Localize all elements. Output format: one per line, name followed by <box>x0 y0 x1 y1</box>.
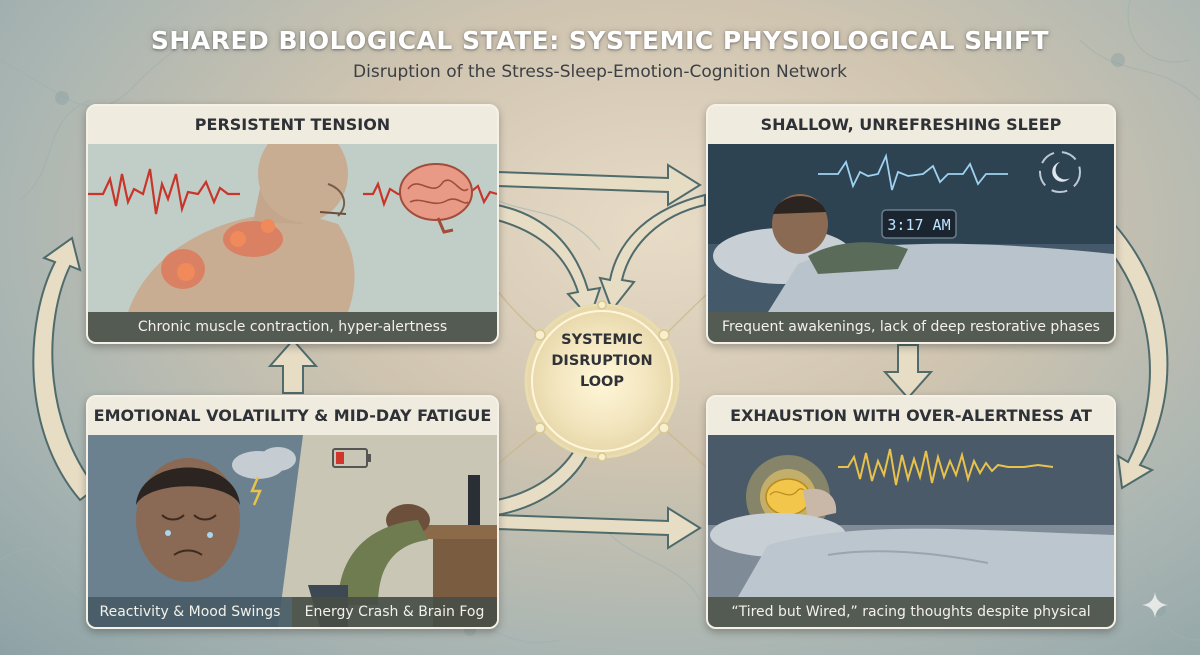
panel-title: PERSISTENT TENSION <box>88 106 497 144</box>
monitor-icon <box>468 475 480 525</box>
page-subtitle: Disruption of the Stress-Sleep-Emotion-C… <box>353 62 847 82</box>
panel-title: SHALLOW, UNREFRESHING SLEEP <box>708 106 1114 144</box>
sleep-wave <box>818 152 1008 191</box>
tension-illustration <box>88 144 497 312</box>
glowing-brain-icon <box>765 478 811 516</box>
panel-persistent-tension: PERSISTENT TENSION Chronic muscle contra… <box>86 104 499 344</box>
brain-icon <box>399 163 473 234</box>
sparkle-icon <box>1142 592 1168 618</box>
sleep-illustration: 3:17 AM <box>708 144 1114 312</box>
panel-emotional-volatility: EMOTIONAL VOLATILITY & MID-DAY FATIGUE <box>86 395 499 629</box>
panel-caption: Frequent awakenings, lack of deep restor… <box>708 312 1114 342</box>
moon-cycle-icon <box>1039 151 1081 193</box>
panel-caption-right: Energy Crash & Brain Fog <box>292 597 497 627</box>
panel-caption: “Tired but Wired,” racing thoughts despi… <box>708 597 1114 627</box>
arrow-tension-to-sleep <box>496 163 702 207</box>
panel-caption: Chronic muscle contraction, hyper-alertn… <box>88 312 497 342</box>
hub-line-3: LOOP <box>579 374 624 390</box>
panel-caption-left: Reactivity & Mood Swings <box>88 597 292 627</box>
low-battery-icon <box>332 448 371 468</box>
tension-wave-right <box>363 181 408 208</box>
hub-line-1: SYSTEMIC <box>561 332 643 348</box>
panel-exhaustion: EXHAUSTION WITH OVER-ALERTNESS AT NIGHT … <box>706 395 1116 629</box>
tear-icon <box>165 530 171 536</box>
hub-line-2: DISRUPTION <box>551 353 653 369</box>
storm-cloud-icon <box>232 447 296 506</box>
center-hub-label: SYSTEMIC DISRUPTION LOOP <box>527 330 677 393</box>
night-wave <box>838 448 1054 486</box>
alarm-clock-icon: 3:17 AM <box>881 209 957 239</box>
pain-point-icon <box>230 231 246 247</box>
svg-text:3:17 AM: 3:17 AM <box>887 216 950 234</box>
panel-shallow-sleep: SHALLOW, UNREFRESHING SLEEP 3:17 AM Freq… <box>706 104 1116 344</box>
emotional-illustration <box>88 435 497 627</box>
exhaustion-illustration <box>708 435 1114 597</box>
tension-wave-left <box>88 168 240 215</box>
panel-title: EXHAUSTION WITH OVER-ALERTNESS AT NIGHT <box>708 397 1114 463</box>
panel-title: EMOTIONAL VOLATILITY & MID-DAY FATIGUE <box>88 397 497 435</box>
page-title: SHARED BIOLOGICAL STATE: SYSTEMIC PHYSIO… <box>150 26 1050 55</box>
